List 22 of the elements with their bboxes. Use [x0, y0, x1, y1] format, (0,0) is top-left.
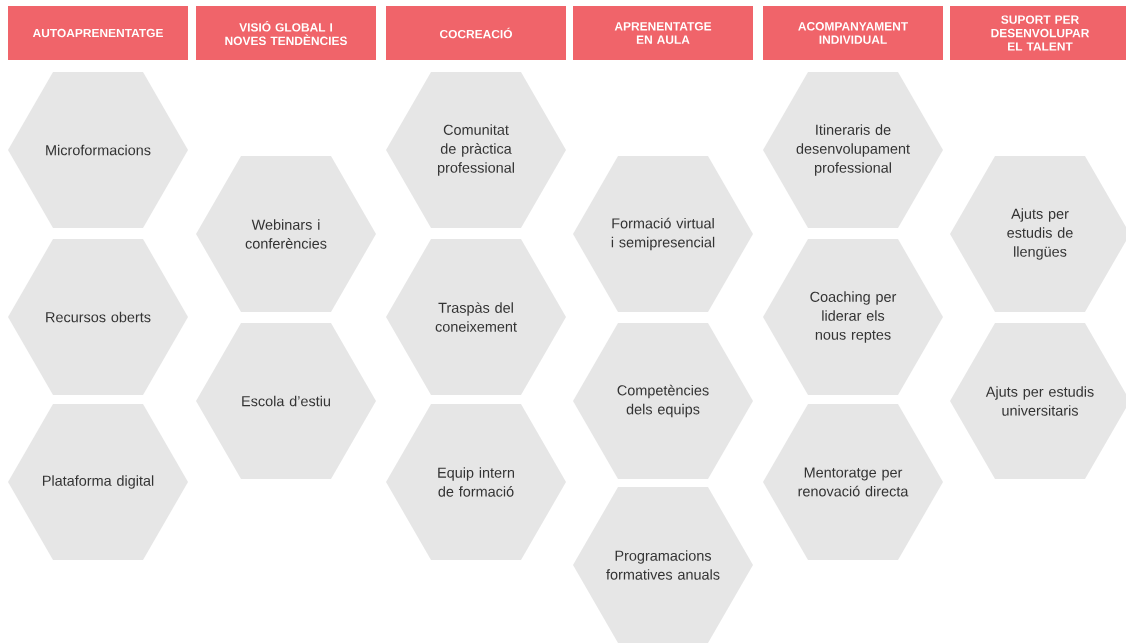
- hexagon: Equip intern de formació: [386, 404, 566, 560]
- hexagon: Traspàs del coneixement: [386, 239, 566, 395]
- header-box: ACOMPANYAMENT INDIVIDUAL: [763, 6, 943, 60]
- hexagon: Programacions formatives anuals: [573, 487, 753, 643]
- hexagon: Formació virtual i semipresencial: [573, 156, 753, 312]
- hexagon: Itineraris de desenvolupament professional: [763, 72, 943, 228]
- hexagon: Ajuts per estudis universitaris: [950, 323, 1126, 479]
- hexagon: Ajuts per estudis de llengües: [950, 156, 1126, 312]
- hexagon: Recursos oberts: [8, 239, 188, 395]
- header-box: APRENENTATGE EN AULA: [573, 6, 753, 60]
- hexagon: Plataforma digital: [8, 404, 188, 560]
- header-box: VISIÓ GLOBAL I NOVES TENDÈNCIES: [196, 6, 376, 60]
- header-box: COCREACIÓ: [386, 6, 566, 60]
- hexagon: Comunitat de pràctica professional: [386, 72, 566, 228]
- hexagon: Coaching per liderar els nous reptes: [763, 239, 943, 395]
- hexagon: Webinars i conferències: [196, 156, 376, 312]
- hexagon: Mentoratge per renovació directa: [763, 404, 943, 560]
- hexagon: Microformacions: [8, 72, 188, 228]
- hexagon: Competències dels equips: [573, 323, 753, 479]
- header-box: AUTOAPRENENTATGE: [8, 6, 188, 60]
- header-box: SUPORT PER DESENVOLUPAR EL TALENT: [950, 6, 1126, 60]
- hexagon: Escola d’estiu: [196, 323, 376, 479]
